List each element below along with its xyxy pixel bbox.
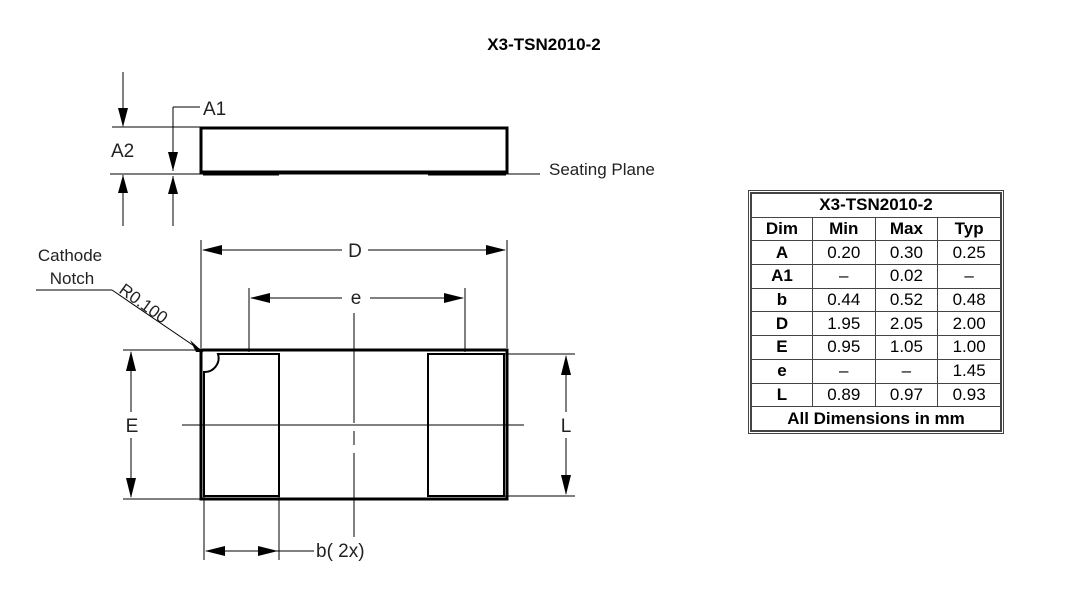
row-typ: 0.93 [937,382,1001,408]
b-label: b( 2x) [316,541,365,562]
row-min: 0.44 [811,287,876,313]
a1-label: A1 [203,99,226,120]
table-row: E 0.95 1.05 1.00 [751,335,1001,360]
row-dim: b [751,287,813,313]
e-width-arrow-down [126,478,136,498]
b-arrow-left [205,546,225,556]
l-label: L [561,416,572,437]
cathode-label-line2: Notch [50,269,94,288]
l-arrow-down [561,475,571,495]
cathode-leader-diagonal [111,289,204,353]
d-label: D [348,241,362,262]
a2-arrow-up [118,175,128,193]
row-max: 0.30 [874,240,939,266]
table-row: b 0.44 0.52 0.48 [751,287,1001,313]
row-dim: A1 [751,264,813,289]
row-min: – [811,264,876,289]
table-row: A 0.20 0.30 0.25 [751,240,1001,266]
row-max: – [874,358,939,384]
d-arrow-left [202,245,222,255]
row-typ: 0.48 [937,287,1001,313]
row-dim: E [751,335,813,360]
header-dim: Dim [751,216,813,242]
e-width-label: E [126,416,139,437]
row-max: 0.52 [874,287,939,313]
e-pitch-arrow-left [250,293,270,303]
b-arrow-right [258,546,278,556]
header-typ: Typ [937,216,1001,242]
table-row: A1 – 0.02 – [751,264,1001,289]
a2-label: A2 [111,141,134,162]
row-max: 0.02 [874,264,939,289]
row-min: 0.89 [811,382,876,408]
row-max: 1.05 [874,335,939,360]
row-min: 0.95 [811,335,876,360]
a2-arrow-down [118,108,128,127]
e-pitch-arrow-right [444,293,464,303]
header-min: Min [811,216,876,242]
drawing-title: X3-TSN2010-2 [487,35,600,54]
side-view [110,72,540,226]
dimensions-table: X3-TSN2010-2 Dim Min Max Typ A 0.20 0.30… [748,190,1004,434]
table-row: e – – 1.45 [751,358,1001,384]
table-row: L 0.89 0.97 0.93 [751,382,1001,408]
row-dim: A [751,240,813,266]
cathode-arrow [190,340,203,352]
row-typ: – [937,264,1001,289]
top-view [36,240,575,560]
row-typ: 1.45 [937,358,1001,384]
dimensions-table-grid: X3-TSN2010-2 Dim Min Max Typ A 0.20 0.30… [751,193,1001,431]
row-max: 2.05 [874,311,939,337]
row-max: 0.97 [874,382,939,408]
row-dim: e [751,358,813,384]
table-footer-row: All Dimensions in mm [751,406,1001,431]
cathode-label-line1: Cathode [38,246,102,265]
side-view-body [199,126,509,174]
row-min: 0.20 [811,240,876,266]
row-min: – [811,358,876,384]
d-arrow-right [486,245,506,255]
e-pitch-label: e [351,288,362,309]
row-dim: L [751,382,813,408]
radius-label: R0.100 [116,280,172,328]
header-max: Max [874,216,939,242]
top-view-arrows [126,245,571,556]
a1-arrow-down [168,152,178,171]
table-title-row: X3-TSN2010-2 [751,193,1001,218]
row-typ: 1.00 [937,335,1001,360]
row-typ: 2.00 [937,311,1001,337]
l-arrow-up [561,355,571,375]
table-row: D 1.95 2.05 2.00 [751,311,1001,337]
table-header-row: Dim Min Max Typ [751,216,1001,242]
row-typ: 0.25 [937,240,1001,266]
row-dim: D [751,311,813,337]
row-min: 1.95 [811,311,876,337]
a1-arrow-up [168,176,178,194]
seating-plane-label: Seating Plane [549,160,655,179]
table-footer: All Dimensions in mm [751,406,1001,431]
side-view-arrows [118,108,178,194]
e-width-arrow-up [126,351,136,371]
table-title: X3-TSN2010-2 [751,193,1001,218]
